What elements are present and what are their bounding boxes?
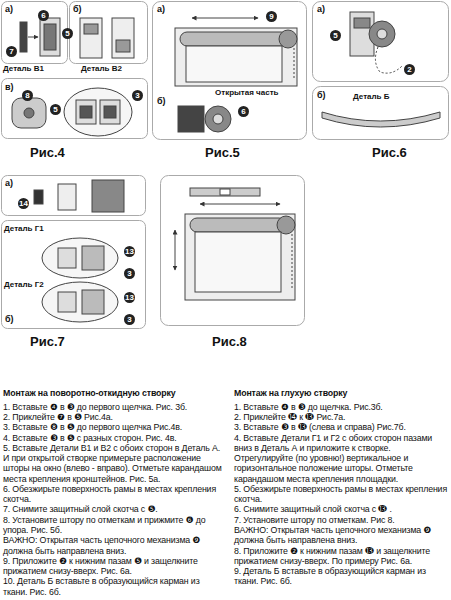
callout-number: 5 [62,28,73,39]
callout-number: 3 [124,314,135,325]
instruction-step: 2. Приклейте ⓮ к ⓭ Рис.7а. [234,412,448,422]
instruction-step: 3. Вставьте ❽ в ❺ до первого щелчка Рис.… [3,422,225,432]
figure-6 [313,2,449,140]
callout-number: 5 [50,104,61,115]
instruction-step: 4. Вставьте Детали Г1 и Г2 с обоих сторо… [234,433,448,484]
figure-5 [153,2,307,140]
instruction-step: 6. Снимите защитный слой скотча с ⓭ . [234,504,448,514]
callout-number: 14 [18,198,29,209]
figure-caption: Рис.5 [205,145,240,160]
instruction-step: 6. Обезжирьте поверхность рамы в местах … [3,484,225,505]
callout-holder: 3 [132,84,143,102]
part-name: Деталь В1 [2,64,45,73]
figure-caption: Рис.6 [372,145,407,160]
sub-figure-letter: б) [316,90,327,100]
callout-holder: 7 [6,40,17,58]
callout-number: 13 [124,246,135,257]
part-name: Деталь В2 [80,64,123,73]
part-name: Деталь Г1 [3,224,45,233]
callout-number: 3 [124,268,135,279]
instruction-step: 7. Снимите защитный слой скотча с ❺. [3,504,225,514]
instruction-step: ВАЖНО: Открытая часть цепочного механизм… [3,535,225,556]
figure-caption: Рис.7 [30,334,65,349]
instruction-step: 2. Приклейте ❼ в ❺ Рис.4а. [3,412,225,422]
instruction-step: 10. Деталь Б вставьте в образующийся кар… [3,576,225,597]
callout-holder: 9 [266,5,277,23]
section-heading: Монтаж на глухую створку [234,388,448,398]
instruction-column: Монтаж на глухую створку 1. Вставьте ❹ в … [234,388,448,586]
instruction-step: ВАЖНО: Открытая часть цепочного механизм… [234,525,448,546]
instruction-step: 5. Вставьте Детали В1 и В2 с обоих сторо… [3,443,225,484]
figure-4 [2,2,148,139]
part-name: Открытая часть [214,88,280,97]
callout-holder: 5 [50,98,61,116]
callout-holder: 14 [18,192,29,210]
sub-figure-letter: а) [4,178,14,188]
callout-holder: 13 [124,286,135,304]
sub-figure-letter: б) [72,4,83,14]
callout-number: 6 [38,10,49,21]
part-name: Деталь Г2 [3,280,45,289]
instruction-step: 4. Вставьте ❸ в ❺ с разных сторон. Рис. … [3,433,225,443]
figure-caption: Рис.8 [212,334,247,349]
instruction-step: 7. Установите штору по отметкам. Рис 8. [234,515,448,525]
callout-number: 9 [266,11,277,22]
instruction-step: 9. Приложите ❷ к нижним пазам ❺ и защелк… [3,556,225,577]
callout-holder: 13 [124,240,135,258]
instruction-step: 5. Обезжирьте поверхность рамы в местах … [234,484,448,505]
part-name: Деталь Б [352,92,390,101]
section-heading: Монтаж на поворотно-откидную створку [3,388,225,398]
callout-number: 2 [404,64,415,75]
callout-holder: 6 [238,100,249,118]
sub-figure-letter: а) [4,4,14,14]
callout-holder: 5 [330,24,341,42]
sub-figure-letter: б) [156,96,167,106]
figure-8 [161,176,305,326]
sub-figure-letter: в) [4,82,15,92]
callout-number: 5 [330,30,341,41]
callout-holder: 2 [404,58,415,76]
instruction-step: 3. Вставьте ❸ в ⓭ (слева и справа) Рис.7… [234,422,448,432]
instruction-step: 1. Вставьте ❹ в ❸ до первого щелчка. Рис… [3,402,225,412]
callout-holder: 5 [62,22,73,40]
figure-caption: Рис.4 [30,145,65,160]
sub-figure-letter: б) [4,314,15,324]
callout-holder: 3 [124,262,135,280]
callout-number: 8 [22,90,33,101]
instruction-step: 9. Деталь Б вставьте в образующийся карм… [234,566,448,587]
figure-7 [2,176,146,329]
callout-number: 13 [124,292,135,303]
instruction-step: 8. Приложите ❷ к нижним пазам ⓭ и защелк… [234,546,448,567]
sub-figure-letter: а) [156,4,166,14]
callout-number: 3 [132,90,143,101]
callout-holder: 6 [38,4,49,22]
callout-number: 6 [238,106,249,117]
instruction-step: 1. Вставьте ❹ в ❸ до щелчка. Рис.3б. [234,402,448,412]
instruction-column: Монтаж на поворотно-откидную створку 1. В… [3,388,225,597]
callout-holder: 3 [124,308,135,326]
callout-holder: 8 [22,84,33,102]
callout-number: 7 [6,46,17,57]
instruction-step: 8. Установите штору по отметкам и прижми… [3,515,225,536]
sub-figure-letter: а) [316,4,326,14]
